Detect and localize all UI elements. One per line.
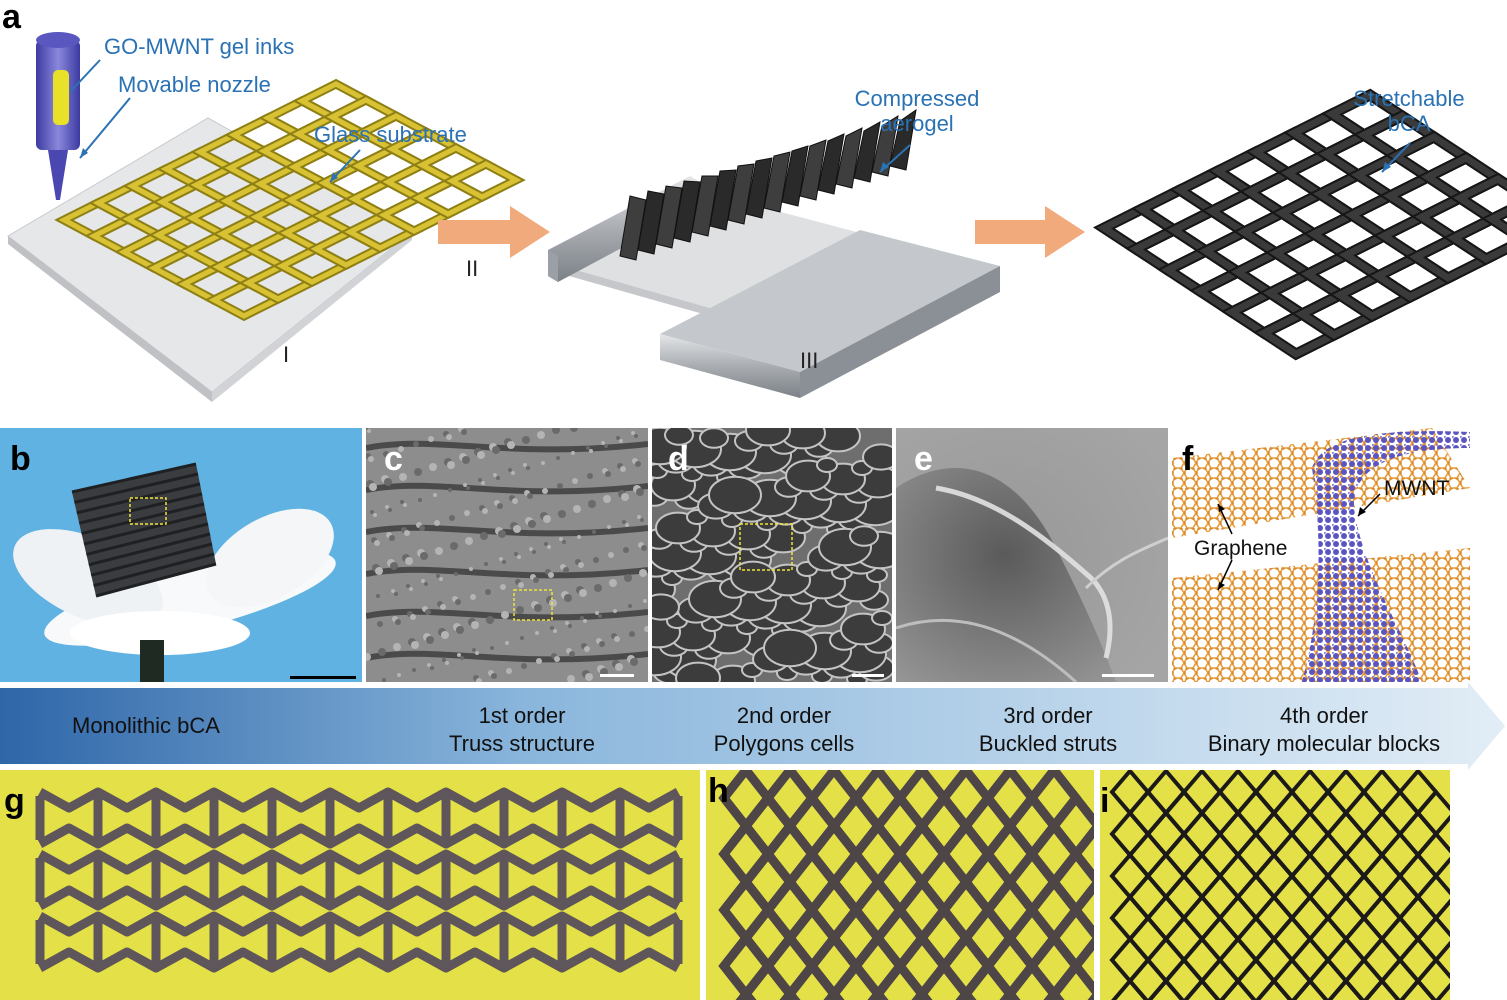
label-ink: GO-MWNT gel inks [104,34,295,59]
label-graphene: Graphene [1194,537,1288,560]
hierarchy-arrow [0,682,1505,770]
panel-letter-g: g [4,782,25,820]
label-stretchable-line1: Stretchable [1353,86,1465,111]
sem-image-d [652,428,892,682]
process-arrow-2 [975,206,1085,258]
label-stretchable-line2: bCA [1387,111,1431,137]
flower-illustration [0,428,362,682]
sem-image-e [896,428,1168,682]
panel-h-photo: h [706,770,1094,1000]
panel-letter-a: a [2,0,21,36]
panel-letter-i: i [1100,782,1110,820]
panel-f-molecular: f MWNT Graphene [1172,428,1470,682]
movable-nozzle [36,32,80,200]
label-compressed-line1: Compressed [854,86,980,111]
hierarchy-item-4-line1: 4th order [1279,703,1369,728]
hierarchy-item-3: 3rd order Buckled struts [964,702,1132,757]
label-substrate: Glass substrate [314,122,467,147]
panel-letter-f: f [1182,440,1194,478]
diamond-lattice-thin [1100,770,1450,1000]
step-label-3: III [800,348,819,373]
hierarchy-item-3-line2: Buckled struts [978,730,1118,756]
hierarchy-item-2-line2: Polygons cells [713,730,855,756]
hierarchy-item-0: Monolithic bCA [72,712,220,740]
stretchable-bca-lattice [1092,88,1507,361]
hierarchy-item-3-line1: 3rd order [1003,703,1093,728]
label-mwnt: MWNT [1384,477,1450,500]
panel-i-photo: i [1100,770,1450,1000]
hierarchy-item-2: 2nd order Polygons cells [700,702,868,757]
molecular-model [1172,428,1470,682]
panel-letter-h: h [708,772,729,810]
label-nozzle: Movable nozzle [118,72,271,97]
hierarchy-item-0-line1: Monolithic bCA [72,713,220,738]
reentrant-lattice [0,770,700,1000]
hierarchy-item-2-line1: 2nd order [736,703,832,728]
panel-e-sem: e [896,428,1168,682]
diamond-lattice-thick [706,770,1094,1000]
hierarchy-item-1: 1st order Truss structure [442,702,602,757]
yellow-lattice [54,78,526,322]
hierarchy-item-1-line1: 1st order [478,703,566,728]
nozzle-pointer [79,97,131,159]
panel-a-illustration [7,32,1507,402]
panel-g-photo: g [0,770,700,1000]
panel-c-sem: c [366,428,648,682]
panel-letter-c: c [384,440,403,478]
label-compressed: Compressed aerogel [846,86,988,137]
process-arrow-1 [438,206,550,258]
panel-letter-e: e [914,440,933,478]
hierarchy-item-1-line2: Truss structure [449,730,595,756]
hierarchy-item-4-line2: Binary molecular blocks [1207,730,1441,756]
panel-letter-b: b [10,440,31,478]
step-label-2: II [466,256,479,281]
panel-d-sem: d [652,428,892,682]
compression-setup [548,108,1000,398]
sem-image-c [366,428,648,682]
panel-b-photo: b [0,428,362,682]
label-stretchable: Stretchable bCA [1344,86,1474,137]
step-label-1: I [283,342,290,367]
label-compressed-line2: aerogel [880,111,954,137]
panel-a: a [0,0,1507,420]
hierarchy-item-4: 4th order Binary molecular blocks [1186,702,1462,757]
ink-pointer [69,59,101,93]
panel-letter-d: d [668,440,689,478]
